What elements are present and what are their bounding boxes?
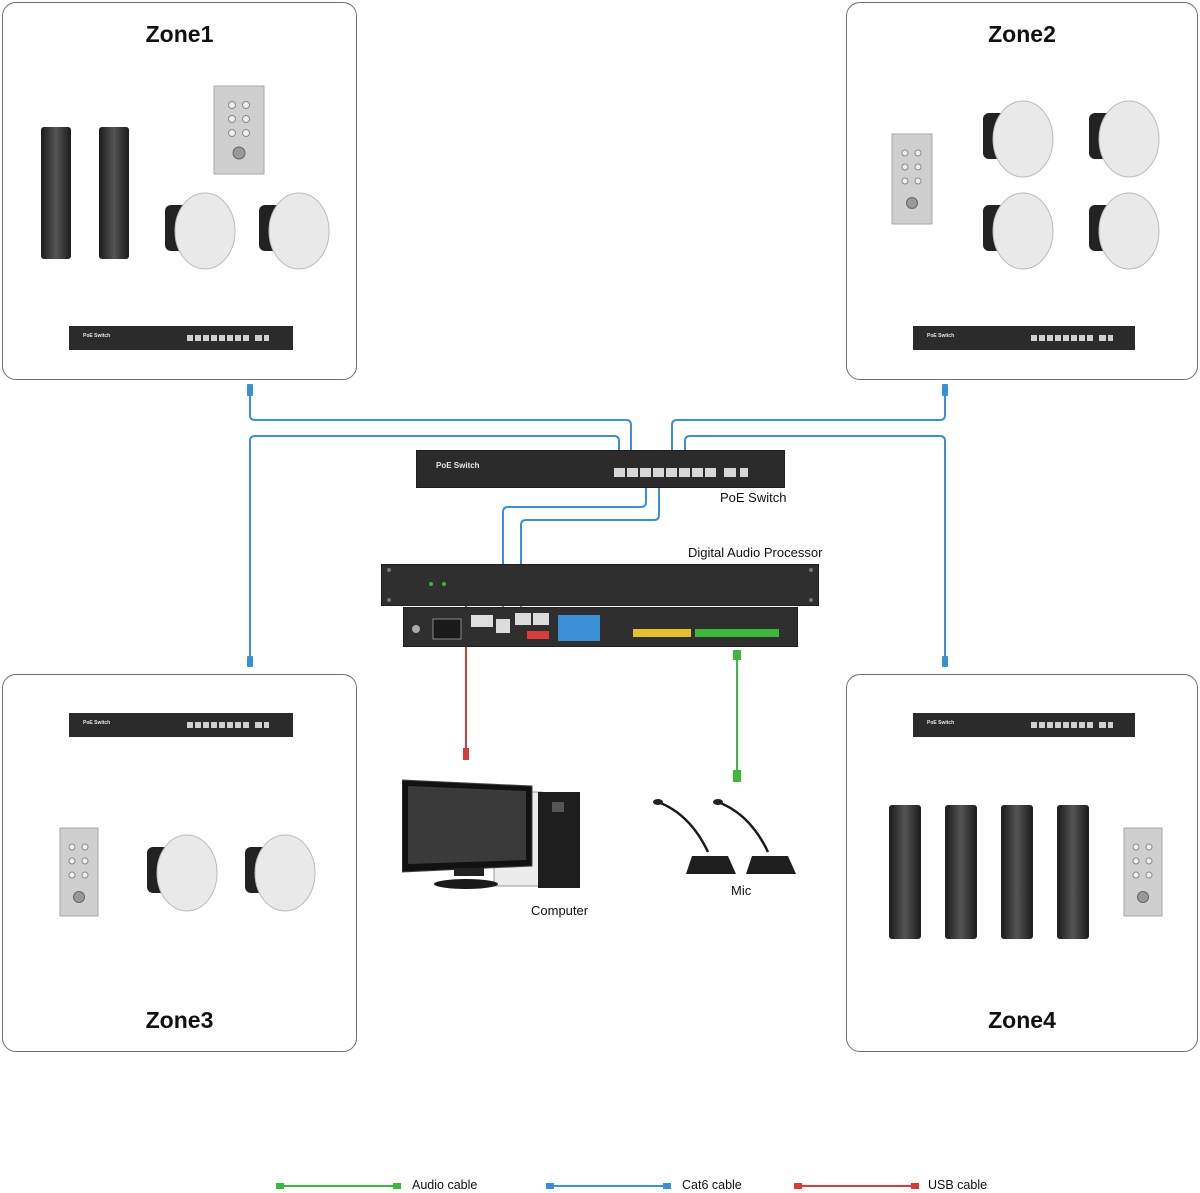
column-speaker-icon <box>1057 805 1089 939</box>
wall-control-panel-icon <box>1123 827 1163 917</box>
dsp-label: Digital Audio Processor <box>688 545 823 560</box>
cat6-switch-to-dsp-a <box>502 478 647 628</box>
column-speaker-icon <box>945 805 977 939</box>
zone-4-box: Zone4 PoE Switch <box>846 674 1198 1052</box>
poe-switch-small-icon: PoE Switch <box>69 326 293 350</box>
cat6-zone2-to-switch <box>671 388 946 468</box>
zone-2-title: Zone2 <box>988 21 1056 47</box>
poe-switch-small-icon: PoE Switch <box>913 713 1135 737</box>
ceiling-speaker-icon <box>259 192 330 270</box>
legend-usb-sample <box>794 1183 919 1189</box>
legend-audio-label: Audio cable <box>412 1178 478 1192</box>
cat6-zone4-to-switch <box>684 435 946 662</box>
legend-cat6-sample <box>546 1183 671 1189</box>
wall-control-panel-icon <box>59 827 99 917</box>
zone-4-title: Zone4 <box>988 1007 1056 1033</box>
zone-2-box: Zone2 PoE Switch <box>846 2 1198 380</box>
poe-switch-small-icon: PoE Switch <box>69 713 293 737</box>
column-speaker-icon <box>41 127 71 259</box>
cat6-zone3-to-switch <box>249 435 620 662</box>
cat6-switch-to-dsp-b <box>520 478 660 612</box>
central-poe-switch-icon: PoE Switch <box>416 450 785 488</box>
computer-label: Computer <box>531 903 589 918</box>
wall-control-panel-icon <box>891 133 933 225</box>
ceiling-speaker-icon <box>165 192 236 270</box>
ceiling-speaker-icon <box>147 834 218 912</box>
column-speaker-icon <box>1001 805 1033 939</box>
column-speaker-icon <box>99 127 129 259</box>
mic-label: Mic <box>731 883 752 898</box>
microphone-icon <box>653 799 796 874</box>
ceiling-speaker-icon <box>1089 192 1160 270</box>
svg-text:PoE Switch: PoE Switch <box>83 720 110 726</box>
zone-1-box: Zone1 PoE Switch <box>2 2 357 380</box>
ceiling-speaker-icon <box>245 834 316 912</box>
cat6-zone1-to-switch <box>249 388 632 468</box>
legend-cat6-label: Cat6 cable <box>682 1178 742 1192</box>
computer-icon <box>402 779 580 889</box>
legend-usb-label: USB cable <box>928 1178 988 1192</box>
cat6-connectors <box>247 384 948 667</box>
cat6-cables <box>249 388 946 662</box>
digital-audio-processor-rear-icon <box>403 607 798 647</box>
digital-audio-processor-front-icon <box>381 564 819 606</box>
poe-switch-label: PoE Switch <box>720 490 787 505</box>
svg-text:PoE Switch: PoE Switch <box>927 720 954 726</box>
ceiling-speaker-icon <box>983 100 1054 178</box>
column-speaker-icon <box>889 805 921 939</box>
zone-1-title: Zone1 <box>145 21 214 47</box>
audio-cable <box>733 650 741 782</box>
zone-3-title: Zone3 <box>145 1007 214 1033</box>
svg-text:PoE Switch: PoE Switch <box>927 333 954 339</box>
ceiling-speaker-icon <box>1089 100 1160 178</box>
poe-switch-small-icon: PoE Switch <box>913 326 1135 350</box>
central-poe-switch-panel-text: PoE Switch <box>436 461 480 470</box>
wall-control-panel-icon <box>213 85 265 175</box>
legend-audio-sample <box>276 1183 401 1189</box>
svg-text:PoE Switch: PoE Switch <box>83 333 110 339</box>
ceiling-speaker-icon <box>983 192 1054 270</box>
zone-3-box: Zone3 PoE Switch <box>2 674 357 1052</box>
